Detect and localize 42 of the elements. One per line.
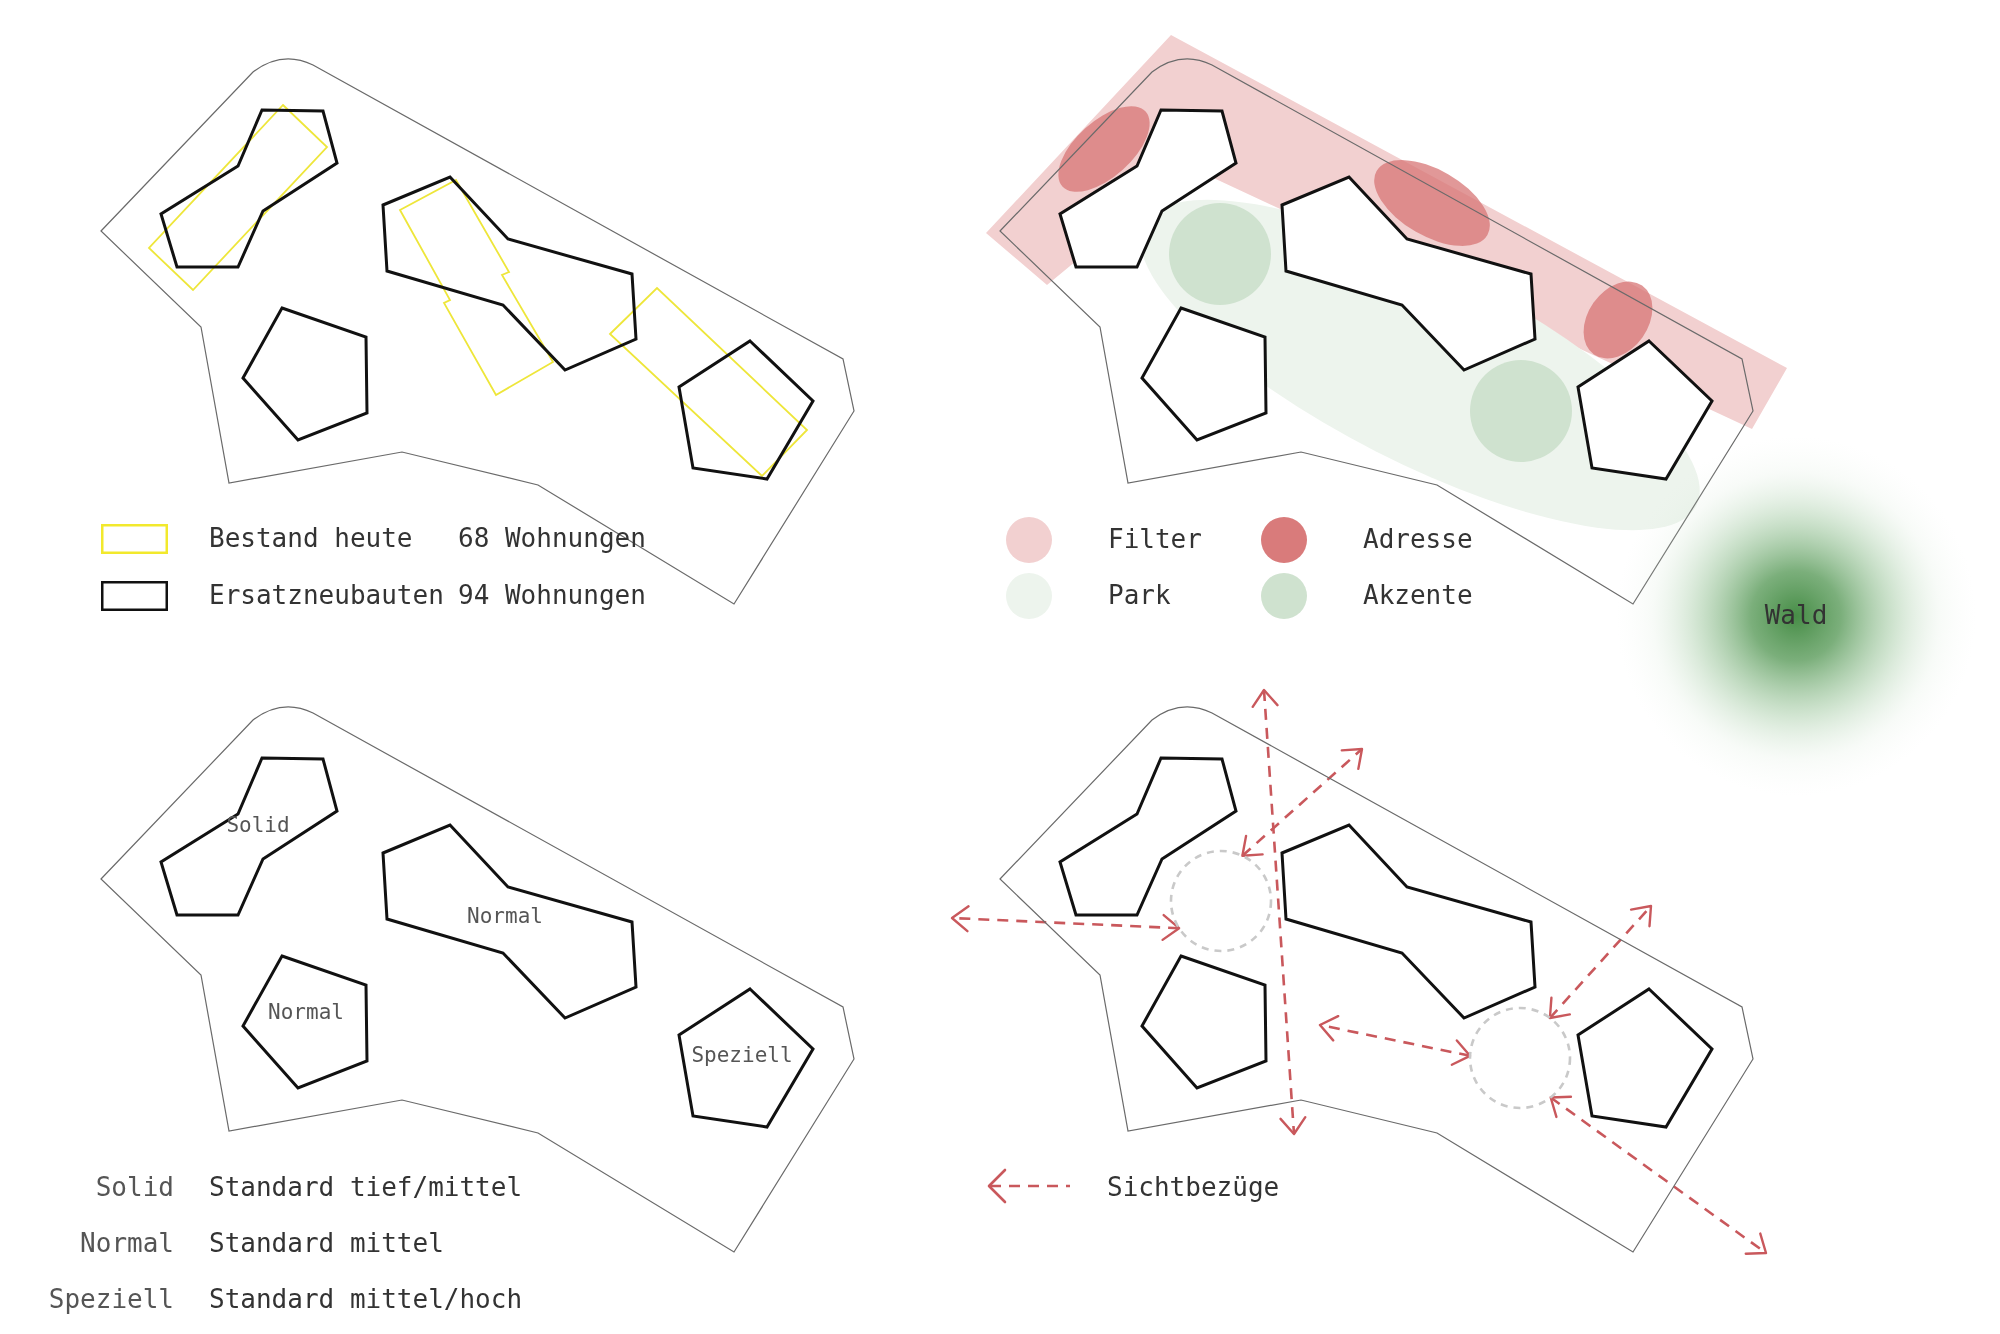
type-label: Speziell	[48, 1284, 174, 1316]
viewpoint-circle	[1167, 847, 1275, 955]
building-footprint	[1138, 952, 1270, 1092]
building-footprint	[239, 304, 371, 444]
building-footprint	[675, 985, 817, 1131]
building-footprint	[675, 337, 817, 483]
building-label: Solid	[226, 813, 290, 839]
building-footprint	[157, 754, 341, 919]
sightline-arrow	[1318, 1014, 1472, 1066]
dwelling-count: 94 Wohnungen	[458, 580, 646, 612]
building-footprint	[1056, 106, 1240, 271]
legend-label: Akzente	[1363, 580, 1473, 612]
building-footprint	[1278, 821, 1539, 1022]
building-footprint	[1056, 754, 1240, 919]
place-label: Wald	[1764, 600, 1828, 632]
legend-label: Bestand heute	[209, 523, 413, 555]
building-footprint	[1574, 985, 1716, 1131]
building-footprint	[1574, 337, 1716, 483]
legend-label: Park	[1108, 580, 1171, 612]
legend-label: Filter	[1108, 524, 1202, 556]
type-label: Solid	[95, 1172, 174, 1204]
building-footprint	[1138, 304, 1270, 444]
building-footprint	[1278, 173, 1539, 374]
legend-label: Sichtbezüge	[1107, 1172, 1280, 1204]
building-footprint	[157, 106, 341, 271]
sightline-arrow	[1549, 1095, 1768, 1255]
legend-label: Adresse	[1363, 524, 1473, 556]
standard-description: Standard tief/mittel	[209, 1172, 523, 1204]
building-footprint	[239, 952, 371, 1092]
legend-label: Ersatzneubauten	[209, 580, 444, 612]
building-footprint	[379, 821, 640, 1022]
building-label: Normal	[467, 904, 543, 930]
building-label: Normal	[268, 1000, 344, 1026]
sightline-arrow	[950, 905, 1181, 942]
standard-description: Standard mittel	[209, 1228, 444, 1260]
building-label: Speziell	[691, 1043, 793, 1069]
sightline-arrow	[1241, 747, 1364, 857]
building-footprint	[379, 173, 640, 374]
type-label: Normal	[80, 1228, 174, 1260]
viewpoint-circle	[1466, 1004, 1574, 1112]
sightline-arrow	[1548, 904, 1653, 1020]
standard-description: Standard mittel/hoch	[209, 1284, 523, 1316]
